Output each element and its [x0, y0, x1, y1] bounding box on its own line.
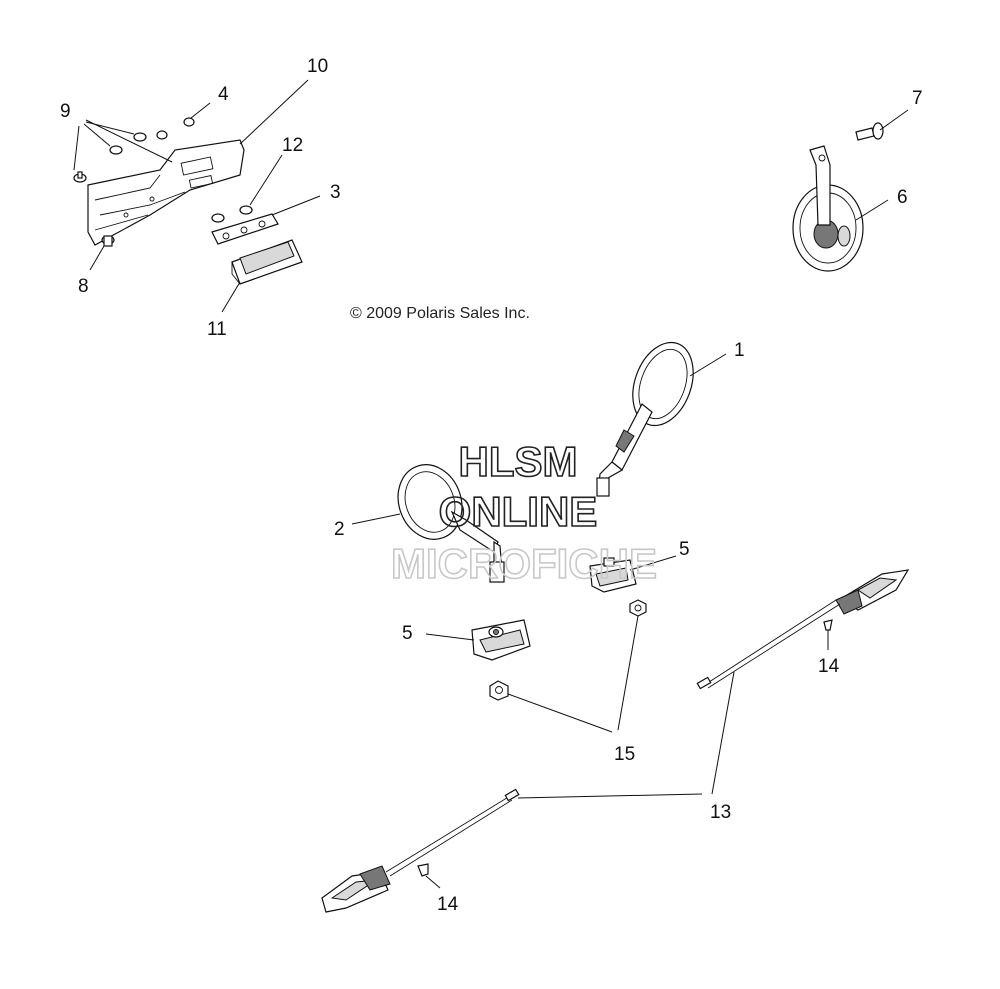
callout-1: 1: [734, 340, 745, 361]
watermark-line1: HLSM: [459, 438, 578, 485]
switch-housing-lower: [471, 619, 531, 661]
callouts: 1 2 3 4 5 5 6 7 8 9 10 11 12 13 14 14 15: [60, 56, 923, 915]
horn-bolt: [855, 122, 884, 141]
watermark-line3: MICROFICHE: [391, 540, 657, 587]
license-plate-bracket: [87, 139, 245, 246]
switch-housing-upper: [589, 557, 637, 593]
copyright-notice: © 2009 Polaris Sales Inc.: [350, 305, 530, 322]
mirror-right: [596, 341, 694, 497]
callout-14-lower: 14: [437, 894, 459, 915]
callout-15: 15: [614, 744, 635, 765]
callout-13: 13: [710, 802, 731, 823]
callout-3: 3: [330, 182, 341, 203]
watermark: HLSM ONLINE MICROFICHE: [390, 437, 658, 588]
mirror-left: [397, 464, 505, 583]
turn-signal-left: [321, 788, 520, 913]
license-plate-light: [211, 213, 303, 285]
callout-8: 8: [78, 276, 89, 297]
callout-11: 11: [207, 319, 227, 340]
horn: [792, 145, 864, 272]
nuts: [489, 599, 647, 701]
callout-12: 12: [282, 135, 303, 156]
callout-9: 9: [60, 101, 71, 122]
callout-6: 6: [897, 187, 908, 208]
callout-2: 2: [334, 519, 345, 540]
callout-14-upper: 14: [818, 656, 840, 677]
callout-10: 10: [307, 56, 328, 77]
callout-5-upper: 5: [679, 539, 690, 560]
screws-14: [417, 619, 833, 877]
watermark-line2: ONLINE: [439, 488, 598, 535]
turn-signal-right: [696, 569, 910, 690]
bracket-bolts: [73, 117, 253, 247]
callout-5-lower: 5: [402, 623, 413, 644]
callout-7: 7: [912, 88, 923, 109]
leader-lines: [73, 79, 909, 889]
callout-4: 4: [218, 84, 229, 105]
